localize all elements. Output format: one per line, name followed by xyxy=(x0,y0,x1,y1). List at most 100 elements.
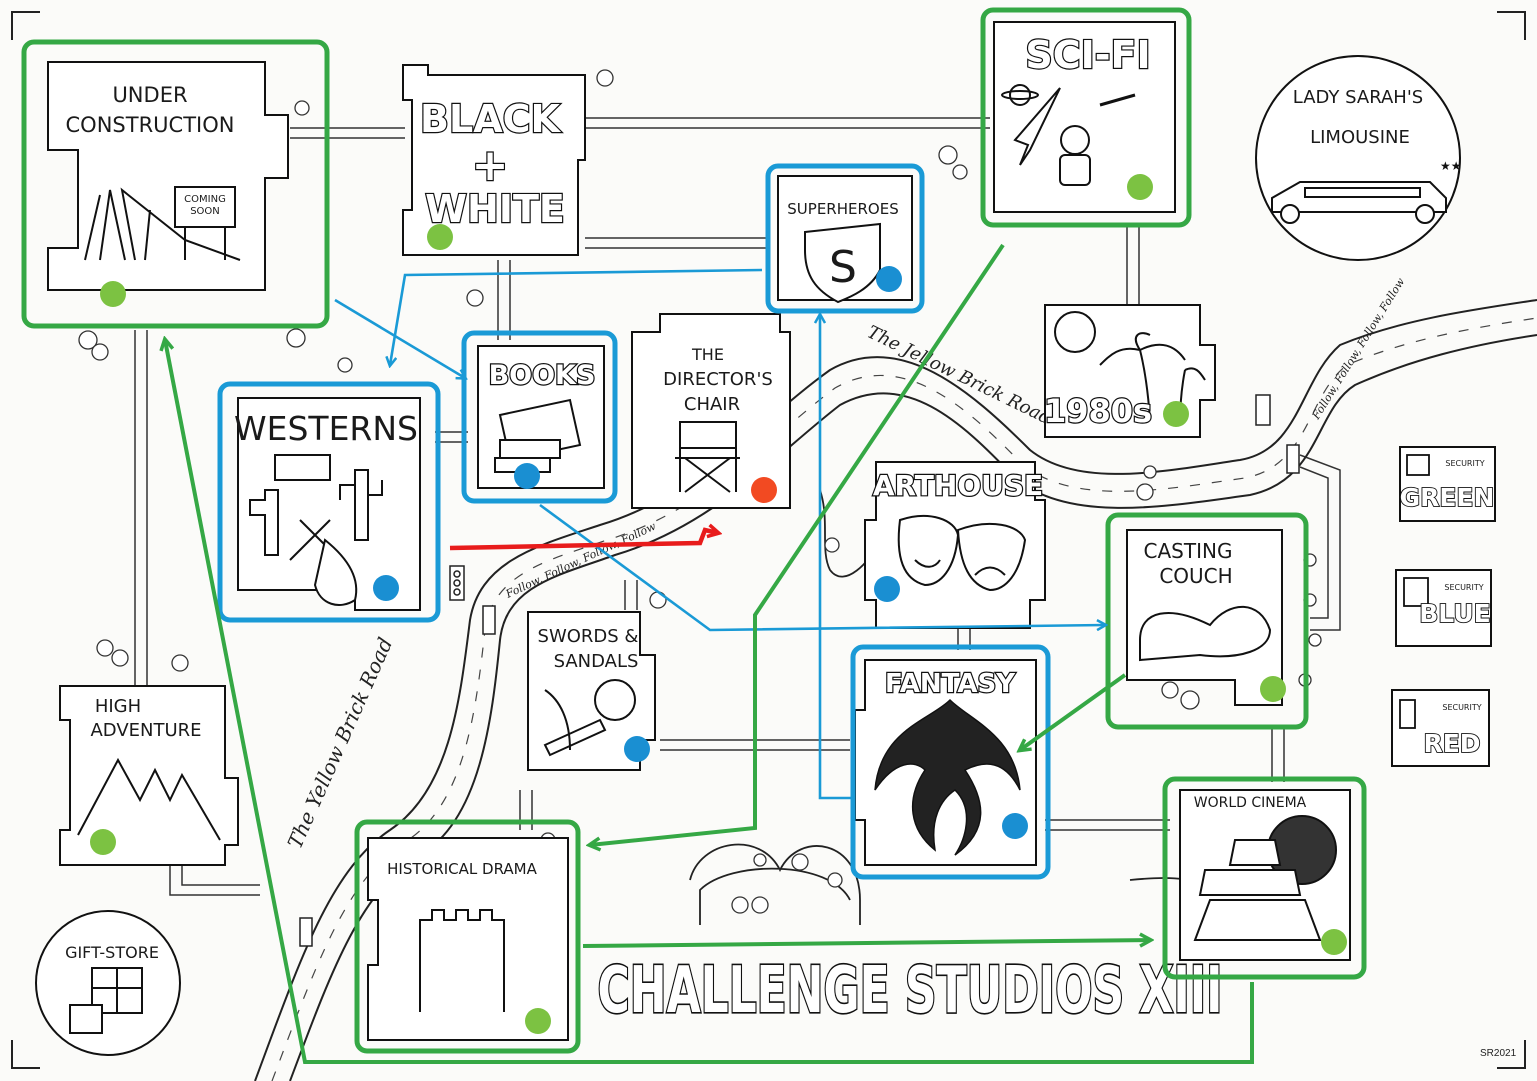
dot-superheroes xyxy=(876,266,902,292)
books-label: BOOKS xyxy=(489,360,596,391)
swords-sandals-line2: SANDALS xyxy=(554,651,639,672)
blue-zone-outlines xyxy=(217,163,1051,880)
dot-under-construction xyxy=(100,281,126,307)
dot-high-adventure xyxy=(90,829,116,855)
security-red-small: SECURITY xyxy=(1442,703,1481,712)
arthouse-label: ARTHOUSE xyxy=(873,469,1043,502)
limousine-line2: LIMOUSINE xyxy=(1310,127,1410,148)
road-name-west: The Yellow Brick Road xyxy=(283,634,398,852)
outline-fantasy xyxy=(850,644,1051,880)
red-route xyxy=(449,530,718,551)
pagoda-icon xyxy=(1193,839,1322,941)
green-zone-outlines xyxy=(21,7,1367,1054)
dot-historical-drama xyxy=(525,1008,551,1034)
directors-chair-line3: CHAIR xyxy=(684,394,740,415)
building-superheroes[interactable]: SUPERHEROES S xyxy=(777,175,913,304)
rocket-astronaut-icon xyxy=(1001,84,1136,186)
building-black-white[interactable]: BLACK + WHITE xyxy=(402,64,586,256)
zone-dots xyxy=(90,174,1347,1034)
westerns-label: WESTERNS xyxy=(234,409,418,448)
building-directors-chair[interactable]: THE DIRECTOR'S CHAIR xyxy=(631,313,791,509)
gift-store-label: GIFT-STORE xyxy=(65,943,159,962)
security-green-small: SECURITY xyxy=(1445,459,1484,468)
service-paths xyxy=(134,117,1341,896)
eighties-label: 1980s xyxy=(1044,392,1152,430)
security-red-label: RED xyxy=(1423,729,1480,758)
limousine-icon xyxy=(1271,181,1447,224)
black-white-line3: WHITE xyxy=(425,187,565,231)
stars-icon: ★★ xyxy=(1440,159,1462,173)
dot-1980s xyxy=(1163,401,1189,427)
casting-couch-line1: CASTING xyxy=(1144,539,1233,563)
building-world-cinema[interactable]: WORLD CINEMA xyxy=(1179,789,1351,961)
building-1980s[interactable]: 1980s xyxy=(1043,304,1216,438)
security-blue-box[interactable]: SECURITY BLUE xyxy=(1395,569,1492,647)
coming-soon-line2: SOON xyxy=(190,206,220,217)
black-white-line2: + xyxy=(472,140,509,191)
building-swords-sandals[interactable]: SWORDS & SANDALS xyxy=(527,611,656,771)
superheroes-label: SUPERHEROES xyxy=(787,200,898,218)
security-blue-small: SECURITY xyxy=(1444,583,1483,592)
limousine-line1: LADY SARAH'S xyxy=(1293,87,1423,108)
building-high-adventure[interactable]: HIGH ADVENTURE xyxy=(59,685,239,866)
dot-westerns xyxy=(373,575,399,601)
studio-title: CHALLENGE STUDIOS XIII xyxy=(598,954,1223,1028)
cactus-icon xyxy=(249,454,383,606)
outline-under-construction xyxy=(21,39,330,329)
security-red-box[interactable]: SECURITY RED xyxy=(1391,689,1490,767)
shield-icon xyxy=(804,222,881,304)
dot-swords-sandals xyxy=(624,736,650,762)
historical-drama-label: HISTORICAL DRAMA xyxy=(387,860,537,878)
outline-westerns xyxy=(217,381,441,623)
traffic-light-icon xyxy=(299,394,1300,947)
directors-chair-icon xyxy=(675,421,740,493)
black-white-line1: BLACK xyxy=(420,97,561,141)
building-fantasy[interactable]: FANTASY xyxy=(854,659,1037,866)
artist-signature: SR2021 xyxy=(1480,1048,1517,1059)
under-construction-line2: CONSTRUCTION xyxy=(66,113,235,137)
building-books[interactable]: BOOKS xyxy=(477,345,605,489)
outline-books xyxy=(461,330,618,504)
world-cinema-label: WORLD CINEMA xyxy=(1194,795,1307,811)
outline-superheroes xyxy=(765,163,925,314)
dot-fantasy xyxy=(1002,813,1028,839)
casting-couch-line2: COUCH xyxy=(1159,564,1232,588)
high-adventure-line2: ADVENTURE xyxy=(90,720,201,741)
gift-store-area: GIFT-STORE xyxy=(35,910,181,1056)
limousine-area: LADY SARAH'S LIMOUSINE ★★ xyxy=(1255,55,1462,261)
book-stack-icon xyxy=(494,398,582,473)
coming-soon-line1: COMING xyxy=(184,194,226,205)
directors-chair-line1: THE xyxy=(691,345,724,364)
directors-chair-line2: DIRECTOR'S xyxy=(663,369,773,390)
dot-world-cinema xyxy=(1321,929,1347,955)
dot-books xyxy=(514,463,540,489)
security-green-label: GREEN xyxy=(1400,483,1495,512)
couch-icon xyxy=(1139,605,1272,662)
outline-historical-drama xyxy=(354,819,581,1054)
building-under-construction[interactable]: UNDER CONSTRUCTION COMING SOON xyxy=(47,61,289,291)
security-green-box[interactable]: SECURITY GREEN xyxy=(1399,446,1496,522)
under-construction-line1: UNDER xyxy=(112,83,187,107)
building-scifi[interactable]: SCI-FI xyxy=(993,21,1176,213)
corner-marks xyxy=(11,11,1526,1069)
swords-sandals-line1: SWORDS & xyxy=(538,626,639,647)
castle-icon xyxy=(419,909,505,1012)
scaffolding-icon xyxy=(84,186,241,261)
building-westerns[interactable]: WESTERNS xyxy=(234,397,421,611)
dot-black-white xyxy=(427,224,453,250)
building-arthouse[interactable]: ARTHOUSE xyxy=(864,461,1046,629)
scifi-label: SCI-FI xyxy=(1025,33,1150,77)
high-adventure-line1: HIGH xyxy=(95,696,141,717)
theatre-masks-icon xyxy=(897,515,1027,592)
fantasy-label: FANTASY xyxy=(885,669,1016,699)
sword-shield-icon xyxy=(543,679,636,757)
dot-scifi xyxy=(1127,174,1153,200)
building-casting-couch[interactable]: CASTING COUCH xyxy=(1126,529,1283,706)
superhero-emblem: S xyxy=(829,242,857,293)
sun-icon xyxy=(1054,311,1096,353)
building-historical-drama[interactable]: HISTORICAL DRAMA xyxy=(367,837,569,1041)
dot-arthouse xyxy=(874,576,900,602)
road-song-east: Follow, Follow, Follow, Follow xyxy=(1309,275,1408,422)
